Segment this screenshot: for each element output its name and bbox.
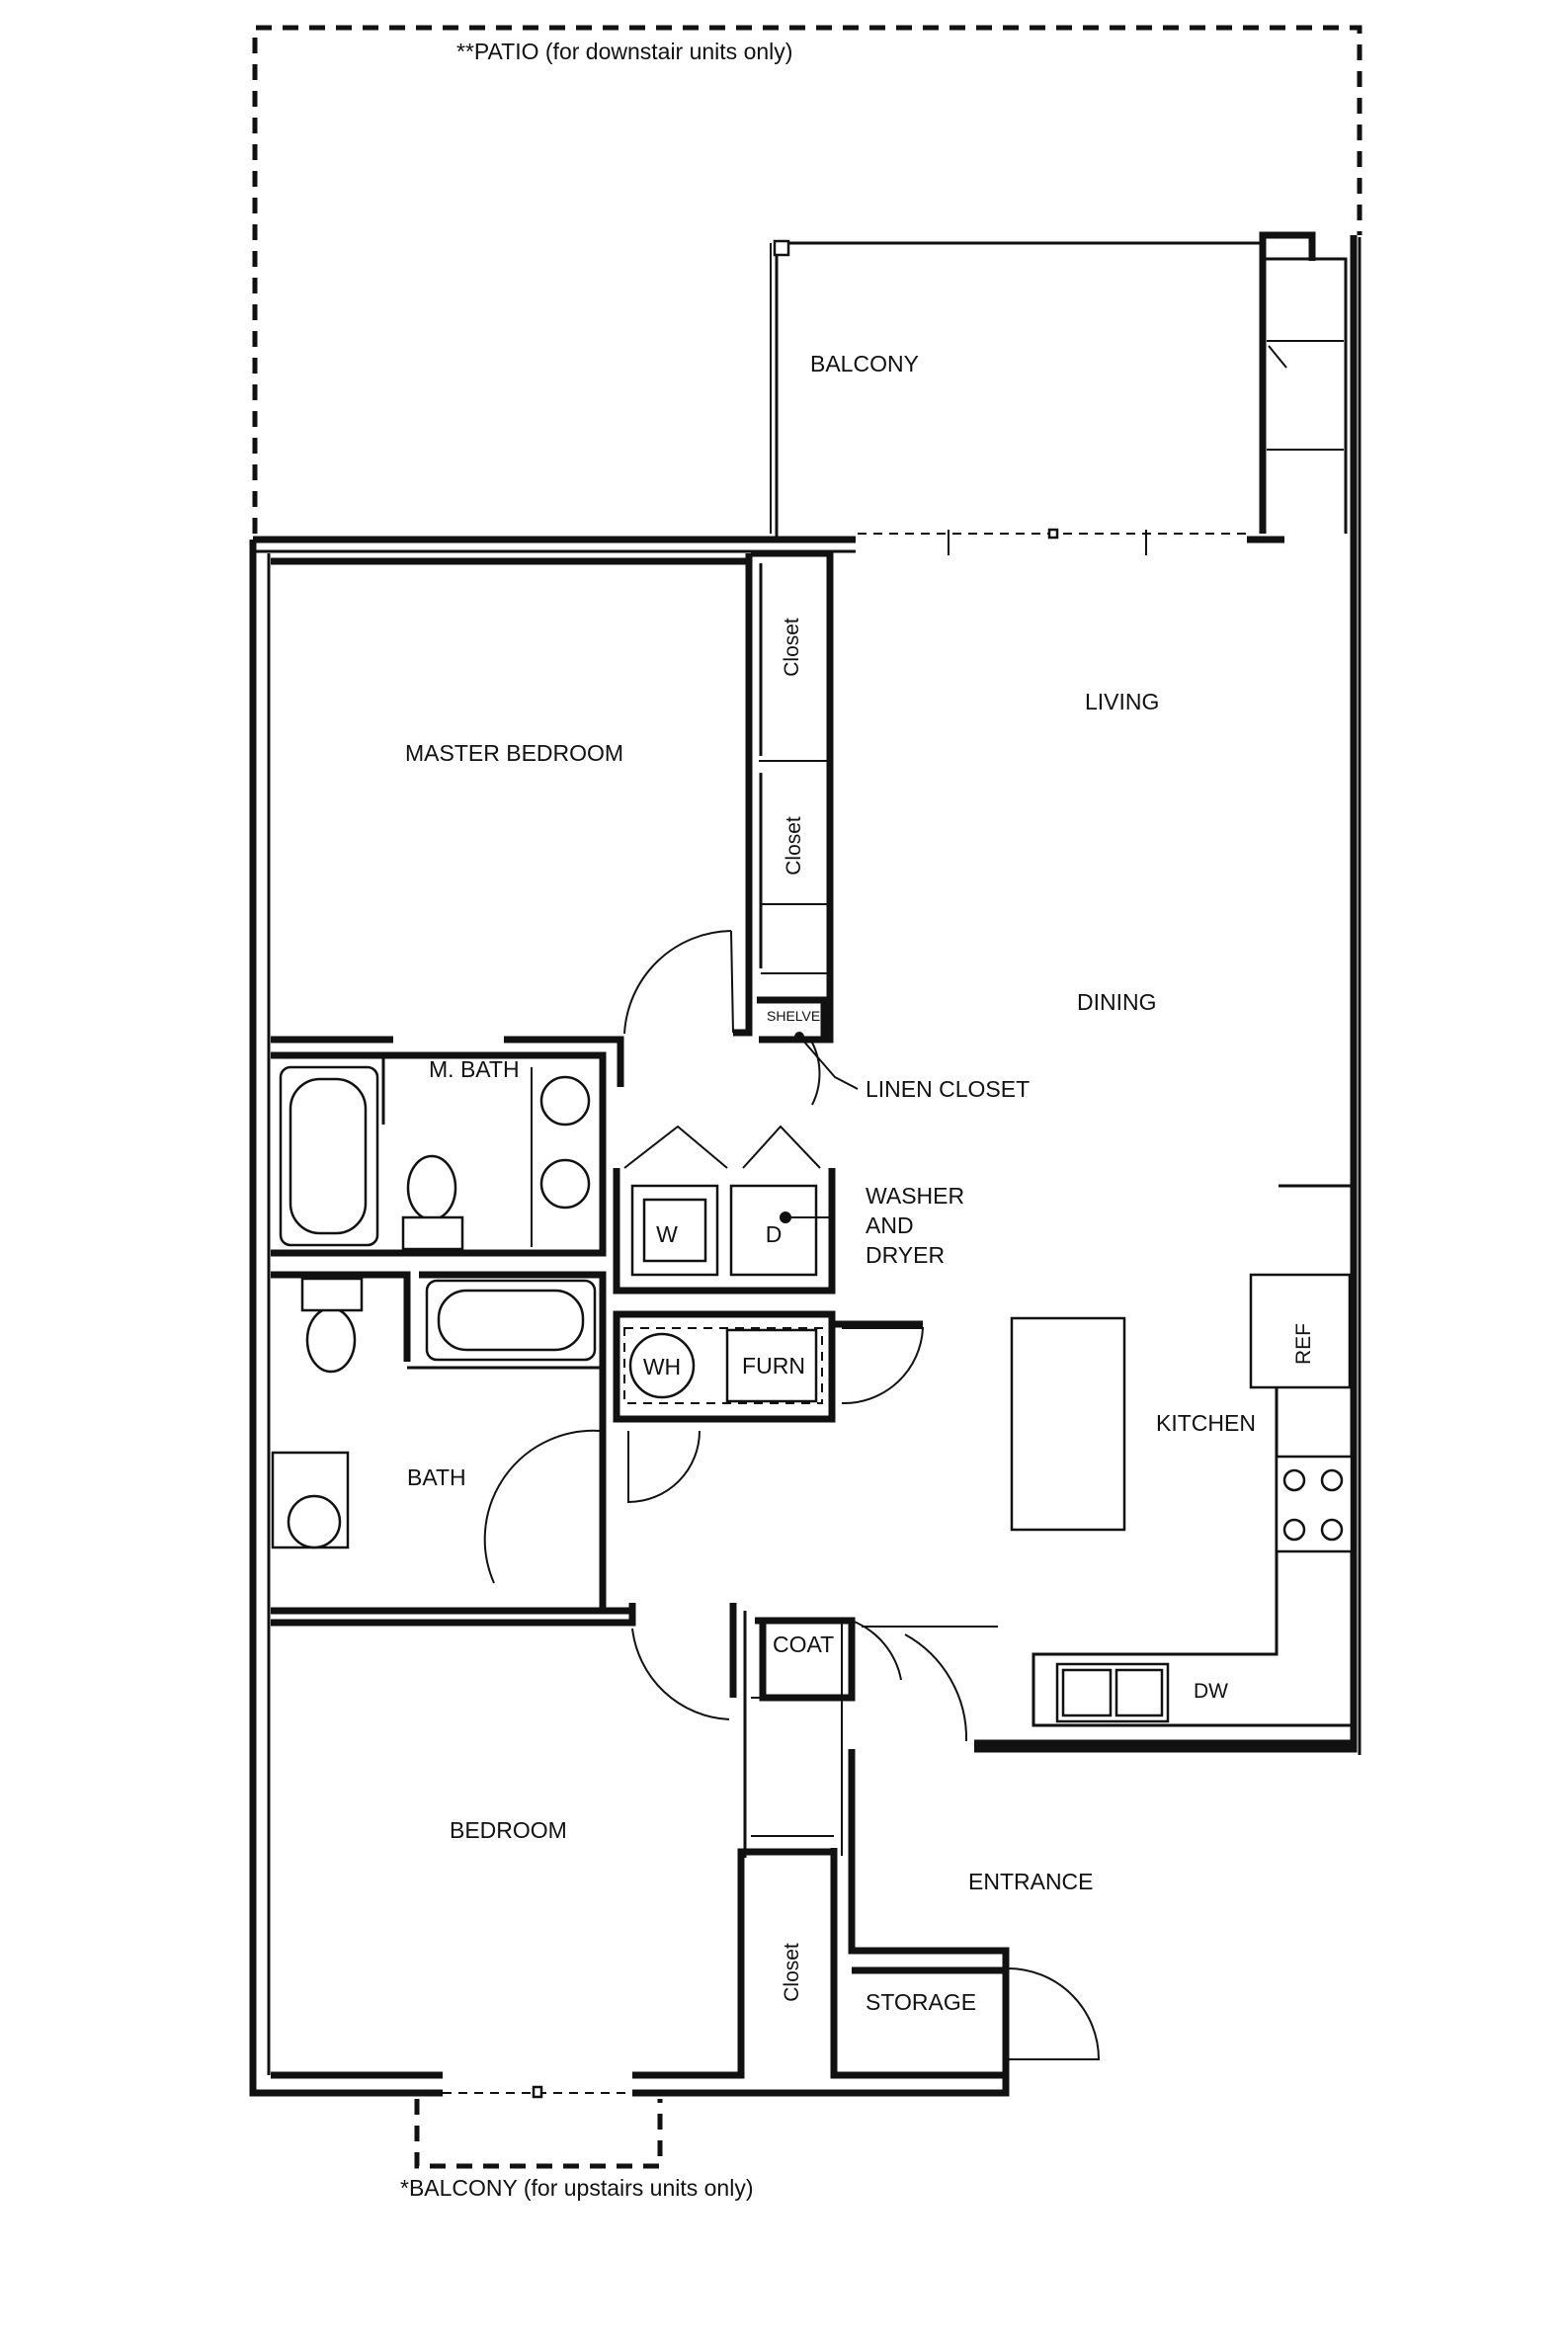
master-bath <box>271 1051 607 1257</box>
bedroom-label: BEDROOM <box>450 1817 567 1843</box>
dryer-label: D <box>766 1221 783 1247</box>
coat-label: COAT <box>773 1631 834 1657</box>
dishwasher-label: DW <box>1194 1680 1228 1703</box>
refrigerator-label: REF <box>1292 1323 1315 1365</box>
shelves-label: SHELVES <box>767 1008 830 1024</box>
linen-closet-label: LINEN CLOSET <box>866 1076 1030 1102</box>
furnace-label: FURN <box>742 1353 805 1379</box>
dryer-vent-marker <box>780 1212 791 1223</box>
lower-balcony-outline <box>414 2099 663 2169</box>
master-closet-2-label: Closet <box>783 816 805 876</box>
washer-dryer-line3: DRYER <box>866 1242 945 1268</box>
laundry-area <box>613 1125 923 1423</box>
washer-dryer-line1: WASHER <box>866 1183 964 1209</box>
linen-door-swing <box>811 1042 821 1106</box>
master-bedroom-label: MASTER BEDROOM <box>405 740 623 766</box>
dining-label: DINING <box>1077 989 1157 1015</box>
entrance-label: ENTRANCE <box>968 1869 1094 1894</box>
master-closet-1-label: Closet <box>781 618 803 677</box>
washer-dryer-line2: AND <box>866 1212 914 1238</box>
bath-door-swing <box>483 1429 602 1584</box>
patio-note: **PATIO (for downstair units only) <box>456 39 792 64</box>
washer-label: W <box>656 1221 678 1247</box>
entry-door-swing <box>904 1633 968 1742</box>
master-door-swing <box>623 930 732 1035</box>
m-bath-label: M. BATH <box>429 1056 520 1082</box>
storage-label: STORAGE <box>866 1989 976 2015</box>
refrigerator <box>1249 1273 1352 1389</box>
master-bedroom-walls <box>271 549 834 1087</box>
kitchen-island <box>1010 1316 1126 1532</box>
entry-walls <box>755 1617 1010 2079</box>
mechanical-door-swing <box>841 1327 925 1405</box>
living-label: LIVING <box>1085 689 1159 714</box>
balcony-area <box>770 231 1348 543</box>
hall-bath <box>271 1271 632 1615</box>
water-heater-label: WH <box>643 1354 681 1379</box>
hall-door-swing <box>627 1430 701 1504</box>
exterior-walls <box>249 235 1362 2099</box>
bedroom-door-swing <box>631 1628 730 1720</box>
patio-outline <box>252 25 1362 534</box>
linen-closet-marker <box>794 1032 804 1042</box>
kitchen-label: KITCHEN <box>1156 1410 1256 1436</box>
coat-door-swing <box>851 1620 902 1681</box>
bedroom-closet-label: Closet <box>781 1943 803 2002</box>
storage-door-swing <box>1007 1967 1101 2060</box>
balcony-label: BALCONY <box>810 351 919 376</box>
bath-label: BATH <box>407 1464 466 1490</box>
kitchen <box>974 1184 1356 1747</box>
balcony-note: *BALCONY (for upstairs units only) <box>400 2175 754 2201</box>
